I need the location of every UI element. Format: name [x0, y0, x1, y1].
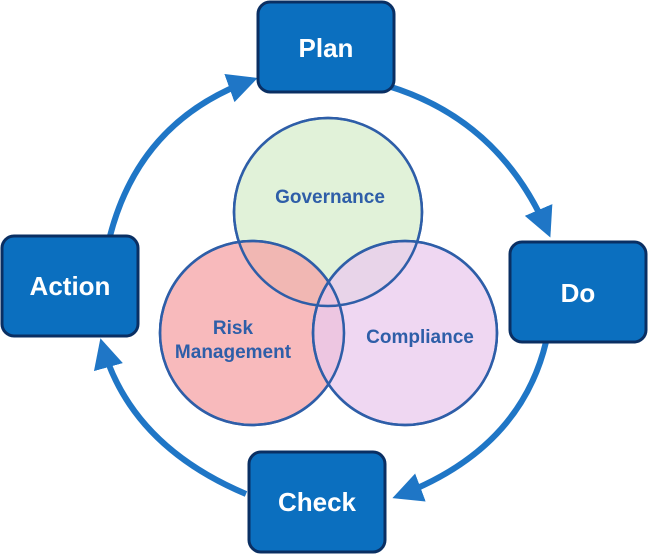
risk-label-line1: Risk: [213, 318, 254, 339]
arrow-do-to-check: [392, 341, 549, 502]
arrow-plan-to-do: [387, 83, 553, 238]
do-box: Do: [508, 240, 648, 344]
governance-outline: [232, 116, 424, 308]
arrow-check-to-action: [93, 338, 248, 497]
compliance-label: Compliance: [366, 327, 474, 348]
action-box: Action: [0, 234, 140, 338]
venn-diagram: Governance Risk Management Compliance: [158, 116, 499, 427]
plan-label: Plan: [299, 33, 354, 63]
do-label: Do: [561, 278, 596, 308]
arrow-action-to-plan: [107, 73, 258, 237]
cycle-arrows: [93, 73, 553, 502]
compliance-outline: [311, 239, 499, 427]
check-label: Check: [278, 487, 357, 517]
risk-outline: [158, 239, 346, 427]
action-label: Action: [30, 271, 111, 301]
plan-box: Plan: [256, 0, 396, 94]
risk-label-line2: Management: [175, 342, 292, 363]
governance-label: Governance: [275, 187, 385, 208]
check-box: Check: [247, 450, 387, 554]
